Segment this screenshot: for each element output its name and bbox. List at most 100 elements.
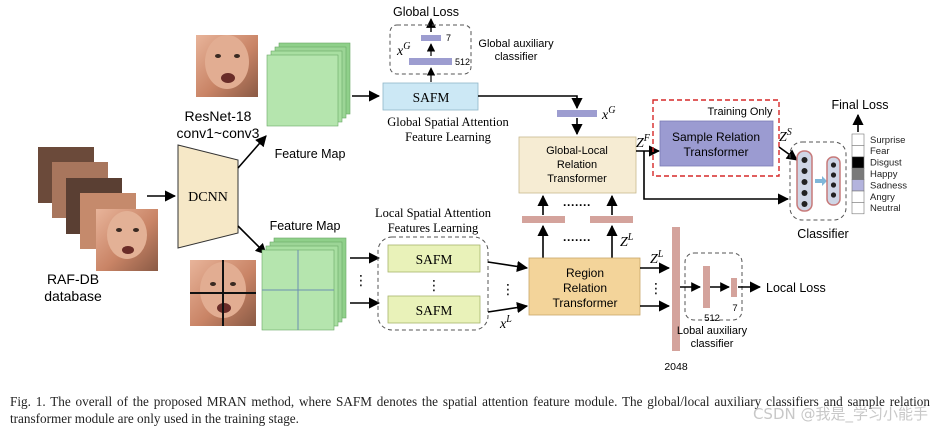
global-local-relation-transformer — [518, 136, 637, 194]
emotion-label-surprise: Surprise — [870, 135, 905, 146]
rrt-output-vdots: ⋮ — [649, 280, 663, 296]
dots-between-bars: ······· — [563, 198, 591, 212]
local-face-thumbnail — [190, 260, 256, 326]
xg-feature-bar — [557, 110, 597, 117]
local-attention-title-line1: Local Spatial Attention — [375, 206, 492, 220]
local-safm-bottom — [387, 295, 481, 324]
classifier-node — [801, 201, 808, 207]
xl-symbol: xL — [499, 314, 512, 332]
glrt-label-line3: Transformer — [547, 173, 607, 185]
glrt-label-line2: Relation — [557, 159, 597, 171]
arrow-safm-bottom-to-rrt — [487, 301, 529, 314]
emotion-swatch-fear — [851, 145, 865, 158]
emotion-label-fear: Fear — [870, 146, 890, 157]
local-safm-vdots: ⋮ — [427, 277, 441, 293]
emotion-swatch-surprise — [851, 133, 865, 146]
emotion-label-angry: Angry — [870, 192, 895, 203]
rrt-input-vdots: ⋮ — [501, 281, 515, 297]
emotion-label-neutral: Neutral — [870, 203, 901, 214]
global-feature-map — [266, 42, 351, 127]
region-bar-left — [522, 216, 565, 223]
input-image-stack — [38, 147, 158, 271]
rrt-label-line3: Transformer — [553, 296, 618, 310]
emotion-label-sadness: Sadness — [870, 180, 907, 191]
local-safm-top — [387, 244, 481, 273]
training-only-box — [652, 99, 780, 177]
arrow-global-safm-to-xg — [478, 95, 583, 110]
rrt-label-line1: Region — [566, 266, 604, 280]
local-feature-map — [261, 237, 347, 331]
dataset-label-line1: RAF-DB — [47, 271, 99, 287]
local-dim-512: 512 — [704, 313, 720, 324]
global-safm-label: SAFM — [413, 90, 450, 105]
dcnn-block — [177, 144, 239, 249]
global-aux-label-line1: Global auxiliary — [478, 38, 554, 50]
local-loss-label: Local Loss — [766, 281, 826, 295]
dataset-label-line2: database — [44, 288, 102, 304]
classifier-layer-output — [826, 156, 841, 206]
classifier-node — [801, 157, 808, 163]
csdn-watermark: CSDN @我是_学习小能手 — [752, 405, 928, 423]
classifier-node — [801, 179, 808, 185]
local-feature-map-label: Feature Map — [270, 219, 341, 233]
local-dim-2048: 2048 — [664, 361, 688, 373]
global-feature-map-label: Feature Map — [275, 147, 346, 161]
classifier-node — [830, 162, 837, 168]
emotion-swatch-happy — [851, 167, 865, 180]
local-map-vdots: ⋮ — [354, 272, 368, 288]
srt-label-line2: Transformer — [684, 145, 749, 159]
emotion-swatch-angry — [851, 190, 865, 203]
emotion-swatch-sadness — [851, 179, 865, 192]
arrow-srt-to-classifier — [778, 146, 798, 161]
local-aux-label-line2: classifier — [691, 338, 734, 350]
xg-symbol: xG — [601, 105, 615, 123]
final-loss-label: Final Loss — [832, 98, 889, 112]
global-aux-symbol: xG — [396, 41, 410, 59]
classifier-node — [830, 182, 837, 188]
emotion-swatch-neutral — [851, 202, 865, 215]
local-attention-title-line2: Features Learning — [388, 221, 479, 235]
local-feature-bar-2048 — [672, 227, 680, 351]
global-attention-title-line1: Global Spatial Attention — [387, 115, 509, 129]
local-safm-top-label: SAFM — [416, 252, 453, 267]
backbone-name-line1: ResNet-18 — [185, 108, 252, 124]
training-only-label: Training Only — [707, 106, 773, 118]
classifier-node — [830, 172, 837, 178]
emotion-label-happy: Happy — [870, 169, 898, 180]
global-face-thumbnail — [196, 35, 258, 97]
global-aux-bar-7 — [421, 35, 441, 41]
global-aux-bar-512 — [409, 58, 452, 65]
rrt-label-line2: Relation — [563, 281, 607, 295]
global-attention-title-line2: Feature Learning — [405, 130, 491, 144]
dots-between-arrows: ······· — [563, 233, 591, 247]
emotion-swatch-disgust — [851, 156, 865, 169]
figure-caption: Fig. 1. The overall of the proposed MRAN… — [10, 394, 930, 426]
global-aux-label-line2: classifier — [495, 51, 538, 63]
zs-symbol: ZS — [779, 127, 792, 145]
local-safm-bottom-label: SAFM — [416, 303, 453, 318]
classifier-node — [801, 190, 808, 196]
local-dim-7: 7 — [732, 303, 737, 314]
classifier-label: Classifier — [797, 227, 848, 241]
backbone-name-line2: conv1~conv3 — [177, 125, 260, 141]
zf-symbol: ZF — [636, 133, 651, 151]
global-safm-block — [382, 82, 479, 111]
dcnn-label: DCNN — [188, 190, 228, 205]
arrow-dcnn-to-global-map — [237, 135, 267, 169]
emotion-legend: SurpriseFearDisgustHappySadnessAngryNeut… — [851, 133, 907, 215]
arrow-glrt-to-classifier — [643, 151, 790, 205]
local-safm-group — [377, 236, 489, 331]
arrow-dcnn-to-local-map — [237, 225, 267, 255]
srt-label-line1: Sample Relation — [672, 130, 760, 144]
global-aux-dim-7: 7 — [446, 33, 451, 43]
zl-mid-symbol: ZL — [620, 232, 634, 250]
classifier-node — [830, 192, 837, 198]
glrt-label-line1: Global-Local — [546, 145, 608, 157]
region-relation-transformer — [528, 257, 641, 316]
emotion-label-disgust: Disgust — [870, 158, 902, 169]
local-aux-bar-7 — [731, 278, 737, 297]
local-aux-bar-512 — [703, 266, 710, 308]
sample-relation-transformer — [659, 120, 774, 167]
classifier-inner-arrow-icon — [815, 176, 827, 186]
